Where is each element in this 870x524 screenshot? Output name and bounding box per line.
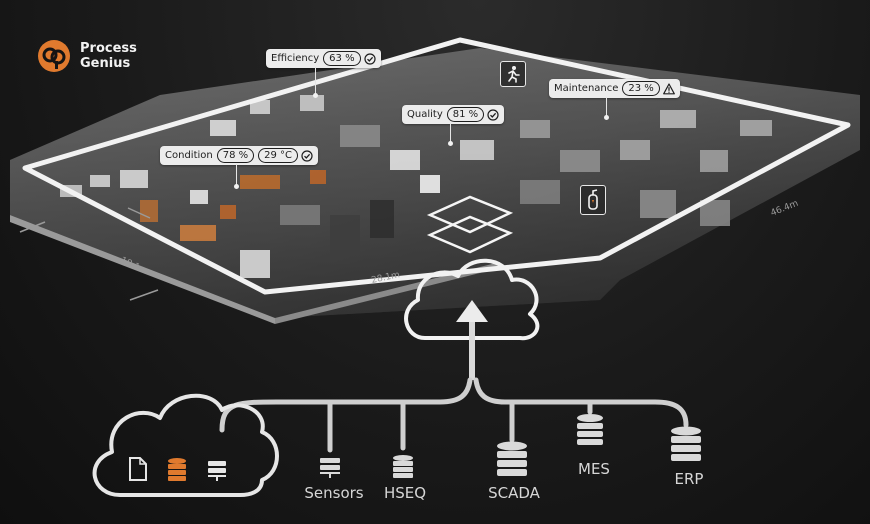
machine-block <box>240 250 270 278</box>
logo-text: Process Genius <box>80 41 137 71</box>
local-cloud <box>92 393 279 497</box>
machine-block <box>460 140 494 160</box>
emergency-exit-icon <box>500 61 526 87</box>
machine-block <box>390 150 420 170</box>
machine-block <box>330 215 360 255</box>
warning-icon <box>662 82 675 95</box>
kpi-value-condition-percent: 78 % <box>216 148 255 163</box>
machine-block <box>520 180 560 204</box>
database-icon-scada <box>497 441 527 476</box>
kpi-label-quality: Quality <box>407 109 443 120</box>
dimension-label-b: 46.4m <box>769 199 799 219</box>
process-genius-logo: Process Genius <box>36 38 137 74</box>
machine-block <box>220 205 236 219</box>
kpi-label-condition: Condition <box>165 150 213 161</box>
machine-block <box>370 200 394 238</box>
machine-block <box>190 190 208 204</box>
machine-block <box>280 205 320 225</box>
source-label-erp: ERP <box>675 470 704 488</box>
check-icon <box>487 108 499 121</box>
server-icon-local <box>208 461 226 481</box>
source-label-sensors: Sensors <box>304 484 363 502</box>
kpi-label-maintenance: Maintenance <box>554 83 619 94</box>
machine-block <box>700 150 728 172</box>
kpi-pin-condition <box>234 164 239 189</box>
database-icon-highlighted <box>168 458 186 481</box>
database-icon-hseq <box>393 455 413 478</box>
upload-arrow-head <box>456 300 488 322</box>
kpi-tag-maintenance[interactable]: Maintenance 23 % <box>549 79 680 98</box>
document-icon <box>129 457 147 481</box>
server-icon <box>320 458 340 478</box>
floor-edge-right <box>275 262 500 324</box>
machine-block <box>210 120 236 136</box>
machine-block <box>660 110 696 128</box>
machine-block <box>340 125 380 147</box>
kpi-tag-condition[interactable]: Condition 78 % 29 °C <box>160 146 319 165</box>
kpi-tag-quality[interactable]: Quality 81 % <box>402 105 505 124</box>
kpi-pin-efficiency <box>313 67 318 98</box>
logo-line-2: Genius <box>80 56 131 71</box>
source-label-mes: MES <box>578 460 610 478</box>
kpi-value-maintenance: 23 % <box>622 81 660 96</box>
fire-extinguisher-icon <box>580 185 606 215</box>
machine-block <box>520 120 550 138</box>
check-icon <box>301 149 313 162</box>
data-flow-lines <box>219 377 689 453</box>
logo-line-1: Process <box>80 41 137 56</box>
dimension-markers <box>19 207 159 301</box>
machine-block <box>140 200 158 222</box>
check-icon <box>363 52 376 65</box>
machine-block <box>180 225 216 241</box>
kpi-value-quality: 81 % <box>446 107 485 122</box>
source-label-scada: SCADA <box>488 484 541 502</box>
kpi-pin-maintenance <box>604 97 609 120</box>
machine-block <box>300 95 324 111</box>
kpi-tag-efficiency[interactable]: Efficiency 63 % <box>266 49 381 68</box>
kpi-value-condition-temp: 29 °C <box>258 148 299 163</box>
logo-mark-icon <box>38 40 70 72</box>
kpi-label-efficiency: Efficiency <box>271 53 320 64</box>
floor-edge <box>10 215 275 324</box>
machine-block <box>740 120 772 136</box>
machine-block <box>120 170 148 188</box>
machine-block <box>620 140 650 160</box>
factory-machines <box>60 95 772 278</box>
database-icon-mes <box>577 414 603 445</box>
floor-boundary-outline <box>22 37 851 295</box>
kpi-value-efficiency: 63 % <box>323 51 361 66</box>
machine-block <box>560 150 600 172</box>
machine-block <box>240 175 280 189</box>
database-icon-erp <box>671 426 701 461</box>
machine-block <box>420 175 440 193</box>
machine-block <box>310 170 326 184</box>
kpi-pin-quality <box>448 123 453 146</box>
machine-block <box>640 190 676 218</box>
source-label-hseq: HSEQ <box>384 484 426 502</box>
layer-plane-bottom <box>426 215 514 254</box>
machine-block <box>90 175 110 187</box>
central-cloud <box>404 258 540 341</box>
layer-plane-top <box>426 195 514 234</box>
machine-block <box>250 100 270 114</box>
